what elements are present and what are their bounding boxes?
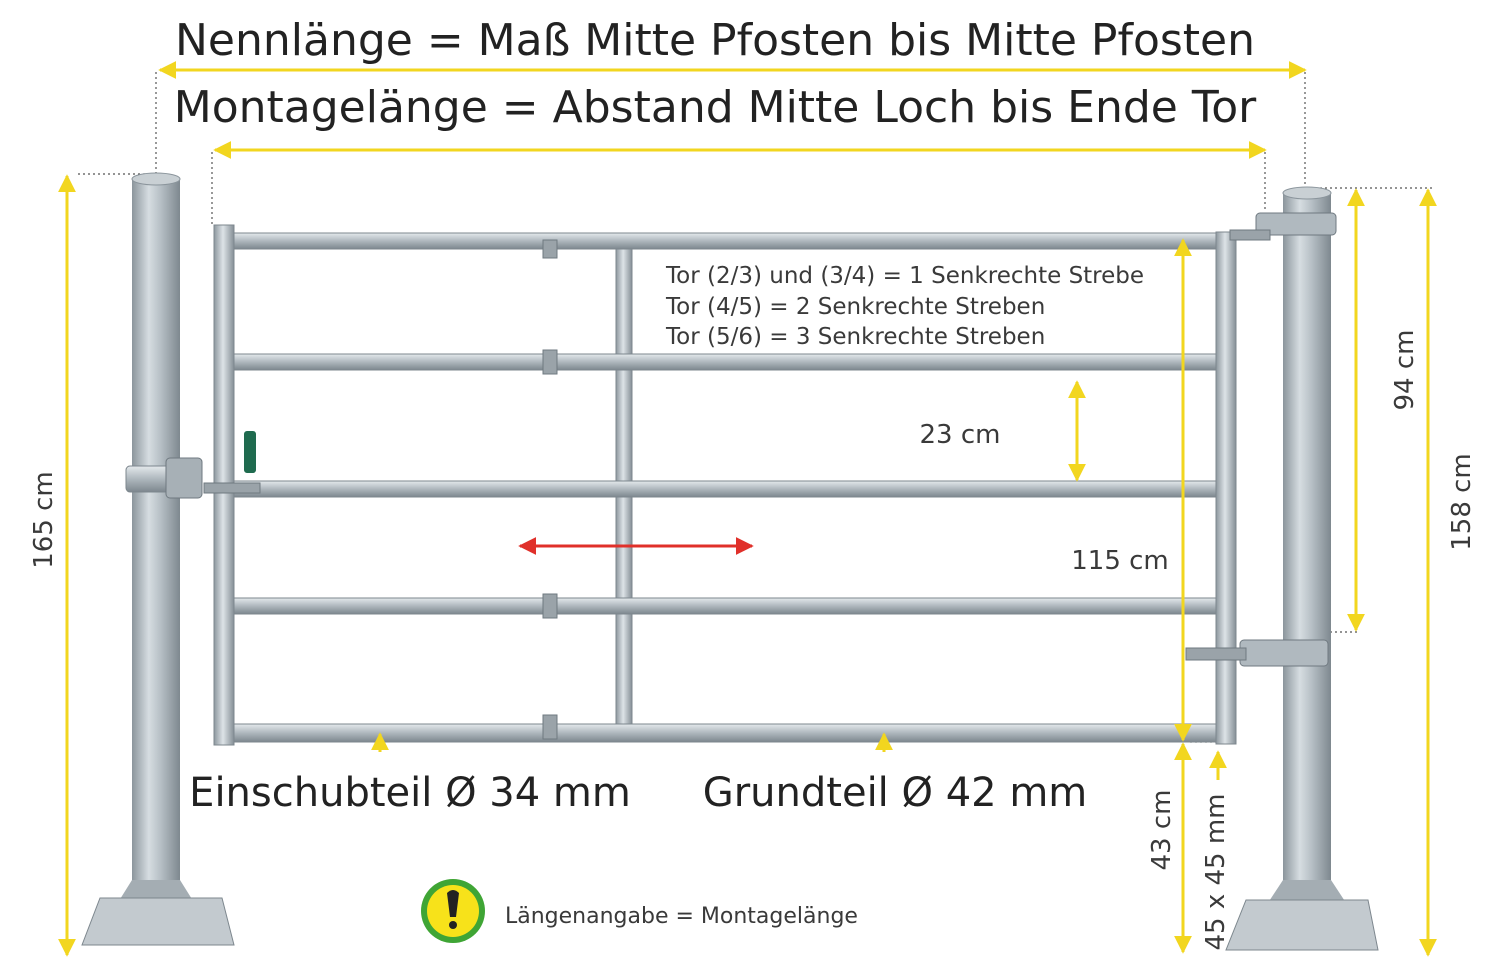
- gate-frame: [203, 224, 1271, 746]
- upper-hinge-arm: [1229, 229, 1271, 241]
- gate-bar-4: [233, 597, 1217, 615]
- nominal-length-heading: Nennlänge = Maß Mitte Pfosten bis Mitte …: [175, 15, 1255, 66]
- right-base-plate: [1225, 899, 1379, 951]
- exclamation-icon: [421, 879, 485, 943]
- telescopic-joints: [542, 239, 558, 740]
- insert-part-label: Einschubteil Ø 34 mm: [189, 770, 631, 816]
- gate-bar-2: [233, 353, 1217, 371]
- note-line-3: Tor (5/6) = 3 Senkrechte Streben: [665, 324, 1045, 350]
- left-post: [81, 172, 235, 946]
- footnote-text: Längenangabe = Montagelänge: [505, 904, 858, 929]
- left-base-plate: [81, 897, 235, 946]
- gate-bar-1: [233, 232, 1217, 250]
- left-hinge: [165, 457, 203, 499]
- gate-bar-3: [233, 480, 1217, 498]
- right-upper-label: 94 cm: [1390, 330, 1420, 411]
- profile-size-label: 45 x 45 mm: [1201, 793, 1231, 950]
- right-upper-clamp: [1255, 212, 1337, 236]
- latch-bolt: [203, 482, 261, 494]
- ground-clearance-label: 43 cm: [1147, 790, 1177, 871]
- right-post-height-label: 158 cm: [1447, 453, 1477, 551]
- mounting-length-heading: Montagelänge = Abstand Mitte Loch bis En…: [174, 82, 1257, 133]
- note-line-1: Tor (2/3) und (3/4) = 1 Senkrechte Streb…: [665, 263, 1144, 289]
- right-lower-clamp: [1239, 639, 1329, 667]
- latch-handle: [244, 431, 256, 473]
- gate-bar-5: [233, 723, 1217, 743]
- base-part-label: Grundteil Ø 42 mm: [703, 770, 1088, 816]
- note-line-2: Tor (4/5) = 2 Senkrechte Streben: [665, 294, 1045, 320]
- right-post: [1225, 186, 1379, 951]
- gate-right-stile: [1215, 231, 1237, 745]
- lower-hinge-arm: [1185, 647, 1247, 661]
- gate-height-label: 115 cm: [1071, 546, 1169, 576]
- bar-spacing-label: 23 cm: [920, 420, 1001, 450]
- left-post-height-label: 165 cm: [29, 471, 59, 569]
